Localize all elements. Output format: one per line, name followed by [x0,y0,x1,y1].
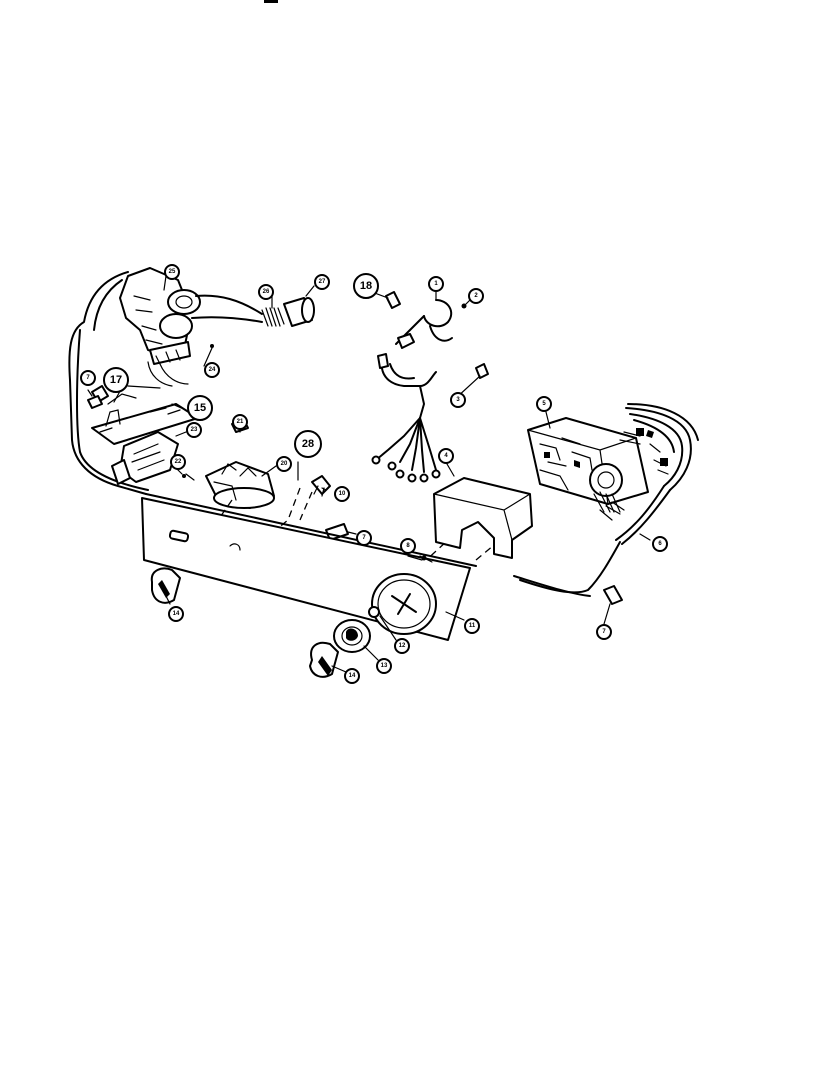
callout-8: 8 [400,538,416,554]
callout-26: 26 [258,284,274,300]
screw-8 [419,555,433,563]
callout-20: 20 [276,456,292,472]
svg-text:7: 7 [602,629,606,635]
svg-text:2: 2 [474,293,478,299]
svg-text:20: 20 [281,461,288,467]
callout-14-left: 14 [168,606,184,622]
svg-text:13: 13 [381,663,388,669]
wire-assembly [371,291,489,483]
callout-27: 27 [314,274,330,290]
svg-text:11: 11 [469,623,476,629]
callout-21: 21 [232,414,248,430]
svg-text:27: 27 [319,279,326,285]
callout-3: 3 [450,392,466,408]
callout-7-mid: 7 [356,530,372,546]
callout-2: 2 [468,288,484,304]
svg-text:14: 14 [349,673,356,679]
knob-stem [325,523,349,541]
callout-7-right: 7 [596,624,612,640]
callout-6: 6 [652,536,668,552]
svg-text:14: 14 [173,611,180,617]
callout-11: 11 [464,618,480,634]
top-mark [264,0,278,3]
callout-24: 24 [204,362,220,378]
svg-text:24: 24 [209,367,216,373]
knob-left [150,567,181,604]
timer-cover [433,477,533,559]
callout-5: 5 [536,396,552,412]
svg-text:3: 3 [456,397,460,403]
clip-7-right [603,585,623,605]
svg-text:23: 23 [191,427,198,433]
svg-text:22: 22 [175,459,182,465]
svg-text:18: 18 [360,280,372,292]
wire-harness-right [513,403,699,597]
knob-stem-12 [368,606,380,618]
svg-text:28: 28 [302,438,314,450]
dial-13 [333,619,371,653]
svg-text:5: 5 [542,401,546,407]
svg-text:6: 6 [658,541,662,547]
svg-text:8: 8 [406,543,410,549]
timer [527,417,649,513]
water-valve [119,267,263,387]
svg-text:26: 26 [263,289,270,295]
wire-harness-left [68,271,149,495]
hose-spring [261,307,285,327]
svg-text:7: 7 [86,375,90,381]
svg-text:21: 21 [237,419,244,425]
callout-1: 1 [428,276,444,292]
small-switch [311,475,331,497]
hose-coupling [283,297,315,327]
svg-text:17: 17 [110,374,122,386]
callout-25: 25 [164,264,180,280]
pressure-switch [205,344,275,509]
control-panel [141,493,477,641]
callout-28: 28 [294,430,322,458]
callouts: 25 26 27 18 1 2 3 5 [80,264,668,684]
clip-7-left [87,395,103,409]
callout-18: 18 [353,273,379,299]
svg-text:4: 4 [444,453,448,459]
svg-text:10: 10 [339,491,346,497]
svg-text:15: 15 [194,402,206,414]
callout-14-right: 14 [344,668,360,684]
svg-text:1: 1 [434,281,438,287]
svg-text:12: 12 [399,643,406,649]
callout-12: 12 [394,638,410,654]
callout-4: 4 [438,448,454,464]
callout-22: 22 [170,454,186,470]
leader-lines [87,275,651,673]
callout-17: 17 [103,367,129,393]
svg-text:7: 7 [362,535,366,541]
callout-7-left: 7 [80,370,96,386]
switch-bracket [91,385,199,485]
callout-15: 15 [187,395,213,421]
svg-text:25: 25 [169,269,176,275]
callout-10: 10 [334,486,350,502]
callout-23: 23 [186,422,202,438]
knob-right [309,641,339,678]
callout-13: 13 [376,658,392,674]
